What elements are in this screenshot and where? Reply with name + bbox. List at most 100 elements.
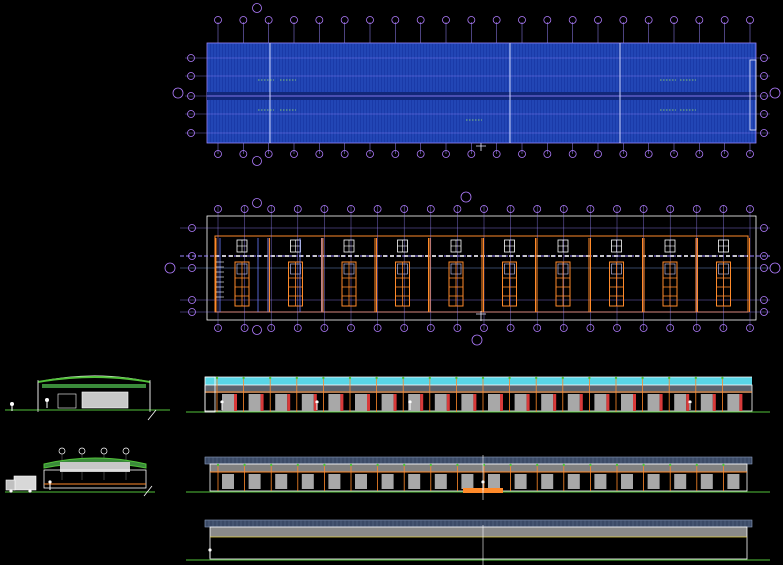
grid-bubble xyxy=(267,205,276,213)
portal-frame xyxy=(269,238,322,312)
portal-frame xyxy=(590,238,643,312)
grid-bubble xyxy=(214,205,222,213)
center-marker xyxy=(476,143,486,151)
grid-bubble xyxy=(214,16,222,24)
grid-bubble xyxy=(760,308,768,316)
door-jamb xyxy=(473,394,477,411)
door-jamb xyxy=(526,394,530,411)
loading-door xyxy=(222,394,234,411)
grid-bubble xyxy=(347,205,355,213)
person-figure xyxy=(408,400,412,404)
grid-bubble xyxy=(533,205,542,213)
loading-bay xyxy=(81,391,129,409)
door-jamb xyxy=(553,394,557,411)
roof-cladding xyxy=(60,462,130,472)
grid-bubble xyxy=(467,16,476,24)
loading-door xyxy=(434,474,447,489)
person-figure xyxy=(208,548,212,552)
door-jamb xyxy=(393,394,397,411)
column-cap xyxy=(695,463,698,467)
loading-door xyxy=(461,394,474,411)
grid-bubble xyxy=(442,16,450,24)
grid-bubble xyxy=(187,54,195,62)
loading-door xyxy=(488,474,500,489)
grid-bubble xyxy=(670,16,678,24)
column-cap xyxy=(562,463,565,467)
grid-bubble xyxy=(769,262,781,274)
door-jamb xyxy=(234,394,237,411)
grid-bubble xyxy=(264,150,273,158)
grid-bubble xyxy=(568,150,577,158)
grid-bubble xyxy=(320,205,329,213)
column-cap xyxy=(243,463,246,467)
grid-bubble xyxy=(188,308,196,316)
cross-section-b xyxy=(5,447,155,497)
grid-bubble xyxy=(720,150,729,158)
grid-bubble xyxy=(746,16,754,24)
column-cap xyxy=(588,376,591,380)
grid-bubble xyxy=(442,150,450,158)
grid-bubble xyxy=(188,252,196,260)
grid-bubble xyxy=(760,92,768,100)
grid-bubble xyxy=(164,262,176,274)
grid-bubble xyxy=(518,150,526,158)
loading-door xyxy=(248,474,261,489)
loading-door xyxy=(594,394,607,411)
grid-bubble xyxy=(188,264,196,272)
loading-door xyxy=(594,474,607,489)
door-jamb xyxy=(712,394,716,411)
grid-bubble xyxy=(187,72,195,80)
person-figure xyxy=(688,400,692,404)
grid-bubble xyxy=(293,205,302,213)
column-cap xyxy=(508,376,511,380)
grid-bubble xyxy=(252,156,262,166)
person-figure xyxy=(10,402,14,406)
loading-door xyxy=(275,394,288,411)
loading-door xyxy=(434,394,447,411)
grid-bubble xyxy=(760,224,768,232)
column-cap xyxy=(455,376,458,380)
grid-bubble xyxy=(666,324,675,332)
loading-door xyxy=(647,474,660,489)
loading-door xyxy=(275,474,288,489)
column-cap xyxy=(642,463,645,467)
grid-bubble xyxy=(480,205,488,213)
loading-door xyxy=(328,474,341,489)
column-cap xyxy=(721,376,724,380)
door-jamb xyxy=(260,394,264,411)
portal-frame xyxy=(643,238,697,312)
grid-bubble xyxy=(187,129,195,137)
grid-bubble xyxy=(293,324,302,332)
grid-bubble xyxy=(506,324,515,332)
portal-frame xyxy=(376,238,429,312)
end-bay xyxy=(204,376,216,413)
column-cap xyxy=(215,376,219,380)
column-cap xyxy=(535,376,538,380)
column-cap xyxy=(509,463,512,467)
column-cap xyxy=(456,463,459,467)
grid-bubble xyxy=(760,72,768,80)
loading-door xyxy=(461,474,474,489)
grid-bubble xyxy=(239,150,248,158)
grid-bubble xyxy=(290,150,298,158)
loading-door xyxy=(541,394,554,411)
grid-bubble xyxy=(760,264,768,272)
column-cap xyxy=(429,463,432,467)
grid-bubble xyxy=(240,324,249,332)
grid-bubble xyxy=(506,205,515,213)
grid-bubble xyxy=(453,324,462,332)
column-cap xyxy=(323,463,326,467)
door-jamb xyxy=(633,394,636,411)
grid-bubble xyxy=(492,16,501,24)
loading-door xyxy=(222,474,234,489)
loading-door xyxy=(355,474,367,489)
grid-bubble xyxy=(746,150,754,158)
grid-bubble xyxy=(720,16,729,24)
door-jamb xyxy=(606,394,610,411)
grid-bubble xyxy=(692,324,701,332)
column-cap xyxy=(694,376,697,380)
grid-bubble xyxy=(340,150,349,158)
door-jamb xyxy=(446,394,450,411)
truck-cab xyxy=(5,479,16,491)
